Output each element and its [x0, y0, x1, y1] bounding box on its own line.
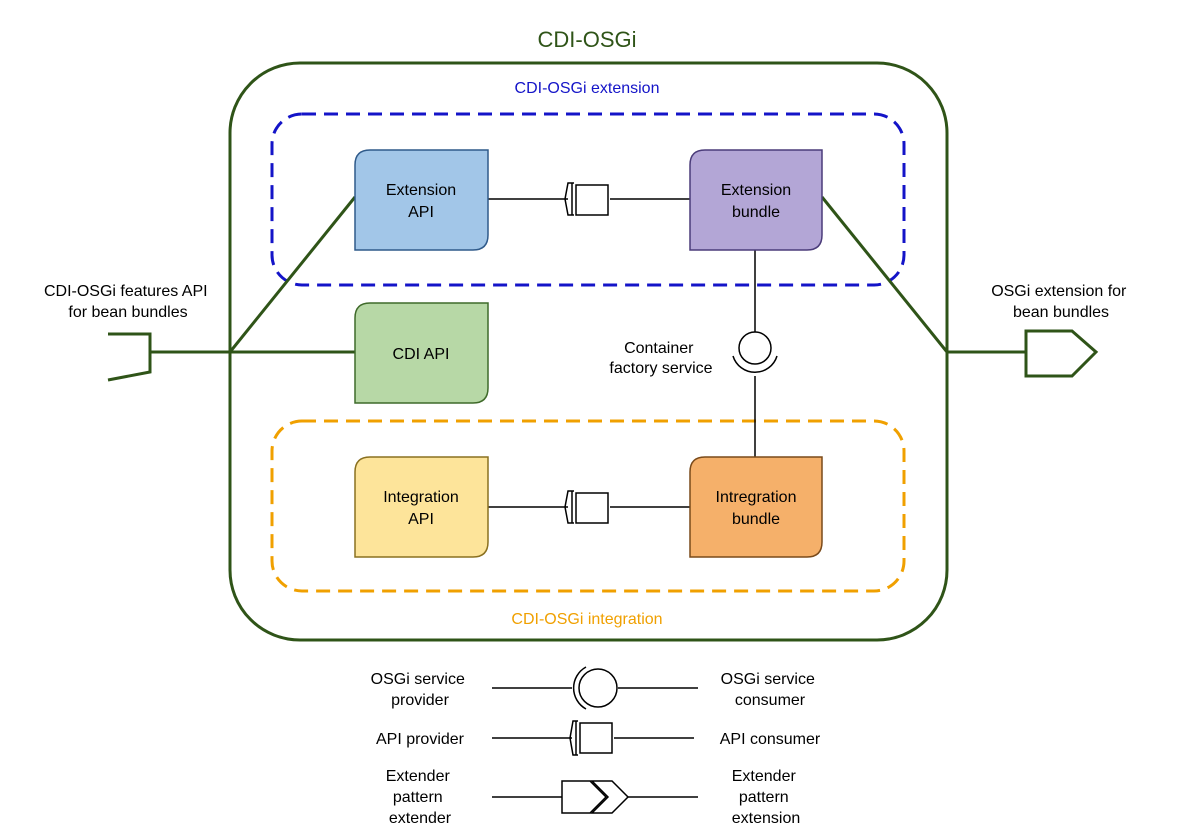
integration-api-connector-icon [564, 490, 609, 524]
legend-service-consumer-label: OSGi service consumer [721, 671, 820, 709]
integration-group-label: CDI-OSGi integration [511, 611, 662, 628]
extension-group-label: CDI-OSGi extension [515, 80, 660, 97]
left-port-label: CDI-OSGi features API for bean bundles [44, 283, 212, 321]
legend-service-provider-label: OSGi service provider [371, 671, 470, 709]
integration-group [270, 419, 906, 593]
legend: OSGi service provider OSGi service consu… [371, 666, 821, 827]
legend-api-consumer-label: API consumer [720, 731, 821, 748]
extension-api-connector-icon [564, 182, 609, 216]
container-factory-service-label: Container factory service [609, 340, 712, 377]
cdi-api-box: CDI API [354, 302, 489, 404]
diagram-title: CDI-OSGi [538, 27, 637, 52]
extension-bundle-link [820, 196, 949, 353]
legend-api-provider-label: API provider [376, 731, 465, 748]
extension-api-link [228, 196, 357, 353]
extension-group [270, 112, 906, 287]
right-extender-port-icon [1024, 329, 1099, 378]
legend-service-icon [578, 668, 618, 708]
left-api-port-icon [107, 332, 152, 382]
legend-extender-icon [561, 780, 630, 814]
container-factory-service-icon [732, 331, 778, 373]
legend-api-icon [569, 720, 613, 756]
legend-extension-label: Extender pattern extension [732, 768, 801, 827]
svg-text:CDI API: CDI API [393, 346, 450, 363]
legend-extender-label: Extender pattern extender [386, 768, 455, 827]
right-port-label: OSGi extension for bean bundles [991, 283, 1131, 321]
